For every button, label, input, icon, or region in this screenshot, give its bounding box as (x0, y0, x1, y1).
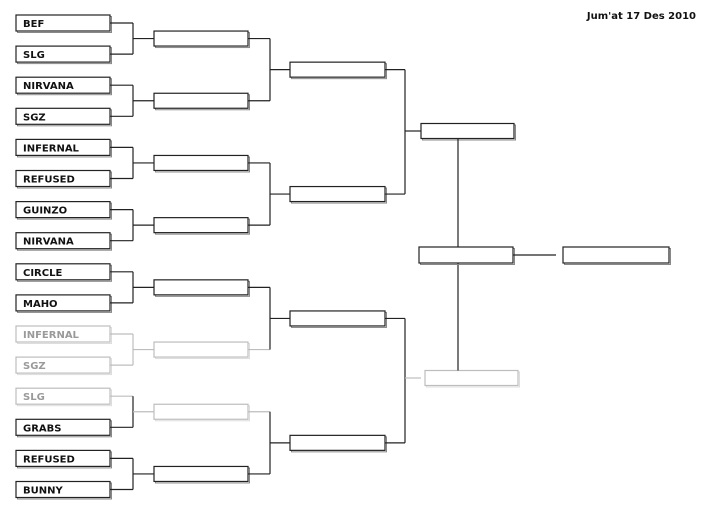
team-name: SGZ (23, 112, 46, 123)
team-name: NIRVANA (23, 81, 74, 92)
final-slot (418, 246, 514, 264)
team-name: BEF (23, 19, 44, 30)
team-name: SGZ (23, 361, 46, 372)
team-name: GUINZO (23, 206, 67, 217)
round2-slot (153, 217, 249, 234)
team-name: MAHO (23, 299, 58, 310)
team-name: BUNNY (23, 486, 63, 497)
round2-slot (153, 341, 249, 358)
team-name: INFERNAL (23, 143, 80, 154)
team-name: GRABS (23, 423, 61, 434)
match-date: Jum'at 17 Des 2010 (586, 11, 696, 22)
team-name: CIRCLE (23, 268, 62, 279)
champion-slot (562, 246, 670, 264)
round2-slot (153, 279, 249, 296)
team-name: SLG (23, 50, 45, 61)
team-name: SLG (23, 392, 45, 403)
round4-slot (424, 369, 519, 387)
round2-slot (153, 465, 249, 483)
round4-slot (420, 122, 515, 140)
round2-slot (153, 30, 249, 47)
team-name: INFERNAL (23, 330, 80, 341)
team-name: REFUSED (23, 454, 75, 465)
round3-slot (289, 61, 386, 78)
round2-slot (153, 92, 249, 109)
team-name: NIRVANA (23, 237, 74, 248)
team-name: REFUSED (23, 175, 75, 186)
round3-slot (289, 185, 386, 203)
round3-slot (289, 434, 386, 451)
round2-slot (153, 154, 249, 172)
round3-slot (289, 310, 386, 327)
round2-slot (153, 403, 249, 420)
